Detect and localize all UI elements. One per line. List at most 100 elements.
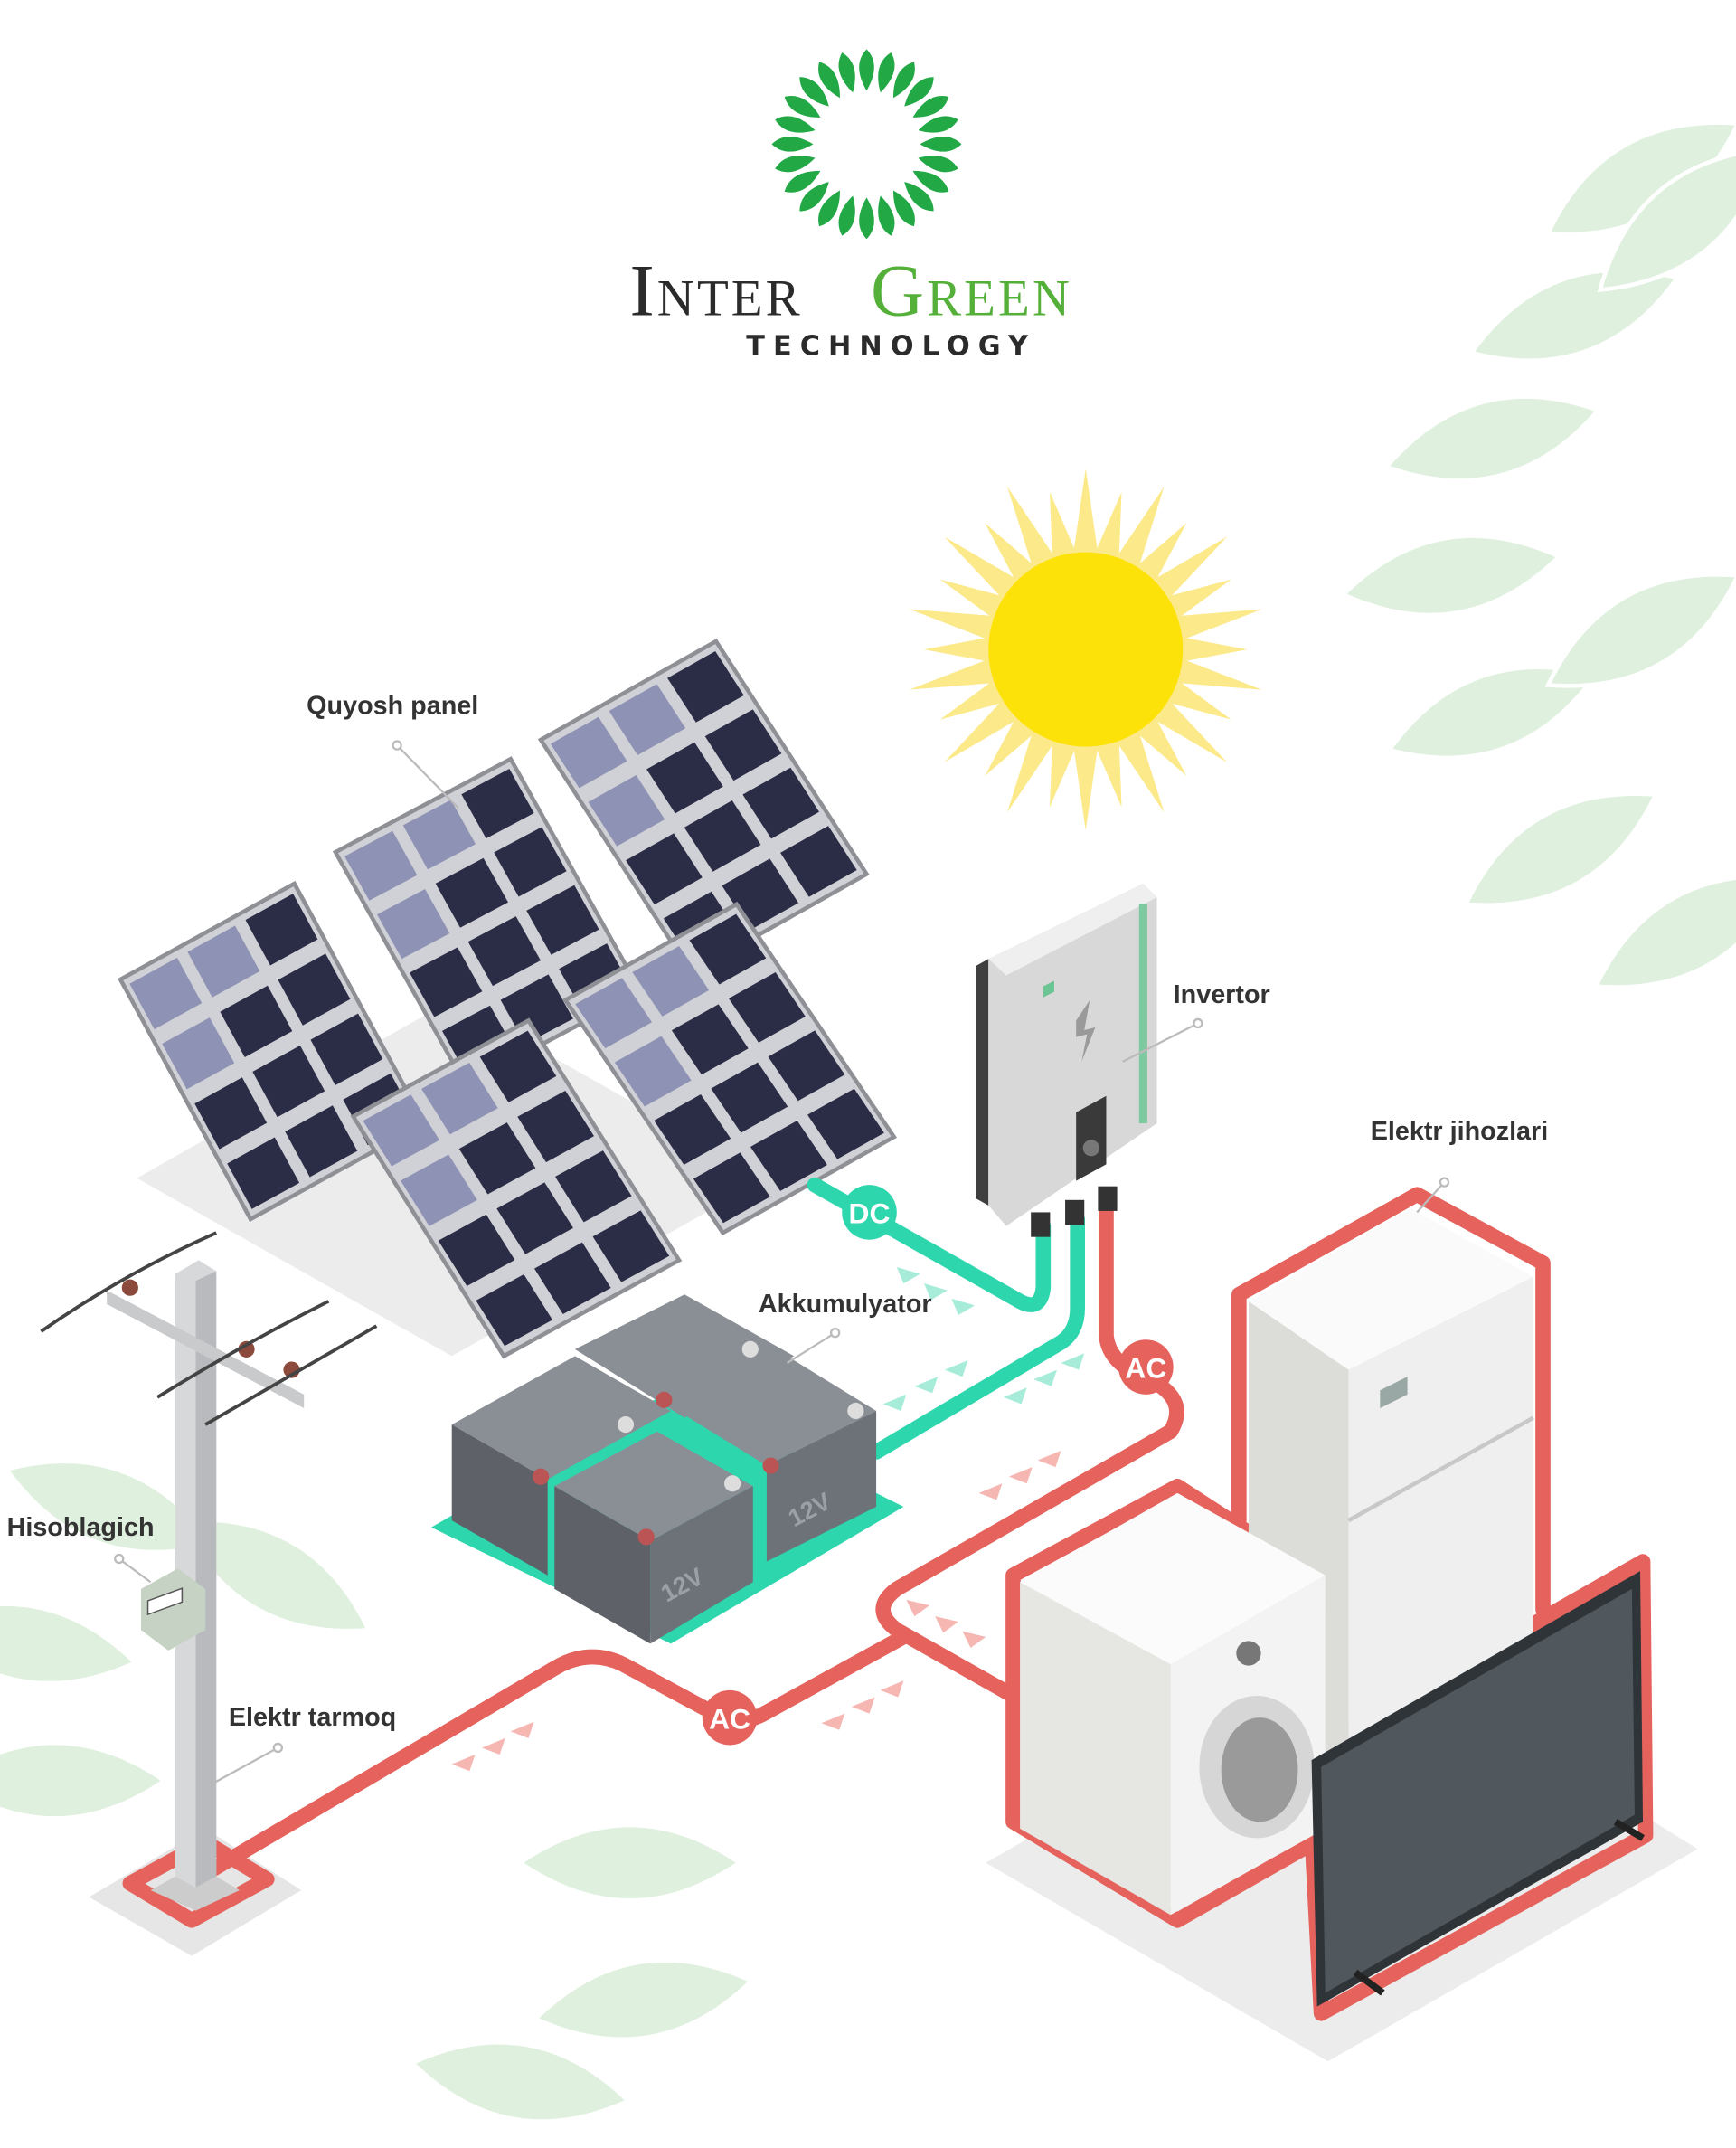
sun-ray <box>1049 491 1077 559</box>
sun-ray <box>1095 491 1122 559</box>
svg-text:AC: AC <box>1125 1352 1166 1385</box>
lightning-icon <box>1076 999 1096 1062</box>
panel-cell <box>278 953 351 1026</box>
ac-cable-grid <box>197 1629 911 1882</box>
sun-ray <box>1136 716 1187 776</box>
panel-cell <box>194 1077 268 1150</box>
background-leaf <box>1339 534 1563 618</box>
panel-cell <box>728 971 806 1043</box>
panel-cell <box>467 916 541 987</box>
panel-cell <box>588 775 665 847</box>
panel-cell <box>285 1105 358 1178</box>
sun-ray <box>1095 740 1122 808</box>
solar-panel <box>350 1017 683 1359</box>
panel-cell <box>310 1013 383 1085</box>
sun-ray <box>1007 730 1056 813</box>
sun-ray <box>1181 637 1248 662</box>
background-leaf <box>516 1822 743 1903</box>
ac-badge-inverter: AC <box>1118 1339 1174 1395</box>
sun-ray <box>1116 487 1165 569</box>
panel-cell <box>614 1036 692 1107</box>
svg-text:AC: AC <box>709 1702 750 1735</box>
panel-cell <box>496 1182 573 1254</box>
sun-ray <box>1153 699 1228 762</box>
sun-ray <box>924 637 990 662</box>
logo-word-green: Green <box>871 250 1072 332</box>
background-leaf <box>1462 791 1659 907</box>
background-leaf <box>1544 120 1736 236</box>
panel-cell <box>667 651 744 723</box>
sun-ray <box>939 579 1005 620</box>
solar-panel <box>537 638 870 976</box>
sun-ray <box>1007 487 1056 569</box>
ac-cable-inverter <box>875 1197 1184 1704</box>
background-leaf <box>1592 874 1736 989</box>
panel-cell <box>526 885 599 955</box>
sun-ray <box>1176 658 1262 690</box>
panel-cell <box>344 830 418 901</box>
dc-flow-arrows <box>882 1267 1085 1411</box>
label-battery: Akkumulyator <box>759 1290 932 1319</box>
background-leaf <box>1467 268 1681 364</box>
logo-leaf <box>876 193 896 238</box>
logo-leaf <box>902 180 936 213</box>
panel-cell <box>494 827 567 897</box>
label-inverter: Invertor <box>1174 980 1270 1009</box>
utility-pole <box>40 1231 378 1911</box>
panel-cell <box>750 1121 827 1191</box>
panel-cell <box>807 1088 884 1159</box>
panel-cell <box>220 985 293 1058</box>
panel-cell <box>363 1094 440 1167</box>
sun-ray <box>1136 523 1187 582</box>
svg-text:DC: DC <box>849 1197 891 1230</box>
panel-cell <box>187 925 260 998</box>
logo-leaf <box>773 114 818 135</box>
background-leaf <box>1544 572 1736 688</box>
logo-leaf <box>816 187 842 229</box>
sun-ray <box>944 536 1019 600</box>
sun-ray <box>1073 745 1099 830</box>
logo-leaf <box>876 50 896 96</box>
dc-cables <box>807 1177 1085 1460</box>
logo-subtitle: TECHNOLOGY <box>746 331 1036 363</box>
background-leaf <box>175 1517 373 1633</box>
panel-cell <box>458 1122 536 1195</box>
background-leaf <box>409 2040 632 2124</box>
sun-ray <box>939 679 1005 720</box>
sun-icon <box>909 468 1262 830</box>
logo-leaf <box>892 60 917 100</box>
label-appliances: Elektr jihozlari <box>1371 1117 1549 1146</box>
panel-cell <box>550 716 627 789</box>
panel-cell <box>554 1150 632 1223</box>
label-grid: Elektr tarmoq <box>229 1703 396 1732</box>
panel-cell <box>704 709 782 781</box>
sun-ray <box>909 658 995 690</box>
inverter-display <box>1076 1095 1107 1181</box>
logo-leaf <box>782 169 823 194</box>
panel-cell <box>534 1242 611 1314</box>
panel-cell <box>435 857 508 928</box>
sun-disc <box>988 552 1184 747</box>
background-leaf <box>532 1958 755 2042</box>
panel-cell <box>252 1045 326 1118</box>
panel-cell <box>575 978 653 1049</box>
panel-cell <box>517 1090 594 1163</box>
logo-leaf <box>773 154 818 174</box>
logo-leaf-wreath-icon <box>769 47 964 241</box>
washing-machine <box>1020 1492 1326 1916</box>
logo-leaf <box>782 94 823 119</box>
logo-leaf <box>915 154 960 174</box>
panel-cell <box>609 684 686 756</box>
sun-ray <box>1166 679 1231 720</box>
panel-cell <box>479 1030 557 1102</box>
background-leaf <box>1382 394 1602 483</box>
logo-leaf <box>769 135 816 154</box>
panel-cell <box>245 894 318 966</box>
solar-panel <box>562 901 898 1236</box>
sun-ray <box>1049 740 1077 808</box>
sun-rays <box>909 468 1262 830</box>
logo-leaf <box>902 75 936 109</box>
dc-cable-battery <box>868 1211 1085 1460</box>
panel-cell <box>711 1062 788 1133</box>
